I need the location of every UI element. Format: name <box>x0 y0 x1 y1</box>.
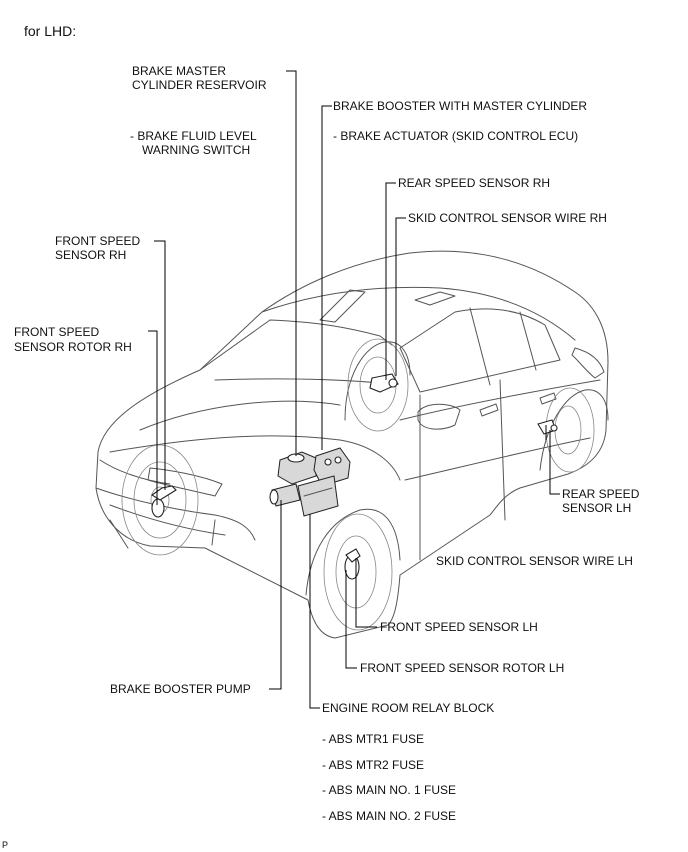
label-brake-booster: BRAKE BOOSTER WITH MASTER CYLINDER <box>333 99 588 113</box>
label-front-speed-sensor-lh: FRONT SPEED SENSOR LH <box>380 620 538 634</box>
car-outline <box>95 250 609 639</box>
label-brake-fluid-switch-line1: - BRAKE FLUID LEVEL <box>130 129 257 143</box>
label-front-rotor-rh-line2: SENSOR ROTOR RH <box>14 340 132 354</box>
rear-speed-sensor-lh-part <box>537 419 558 435</box>
label-skid-wire-lh: SKID CONTROL SENSOR WIRE LH <box>436 554 633 568</box>
label-brake-fluid-switch-line2: WARNING SWITCH <box>142 143 251 157</box>
label-engine-room-relay: ENGINE ROOM RELAY BLOCK <box>322 701 495 715</box>
label-front-rotor-rh-line1: FRONT SPEED <box>14 325 100 339</box>
engine-room-relay-part <box>297 475 339 517</box>
brake-master-reservoir-part <box>277 451 317 485</box>
label-fuse-abs-mtr2: - ABS MTR2 FUSE <box>322 758 425 772</box>
leader-lines <box>148 70 560 709</box>
rear-speed-sensor-rh-part <box>369 373 399 393</box>
brake-booster-pump-part <box>269 483 301 507</box>
label-brake-actuator: - BRAKE ACTUATOR (SKID CONTROL ECU) <box>333 129 579 143</box>
label-skid-wire-rh: SKID CONTROL SENSOR WIRE RH <box>408 211 607 225</box>
footnote-code: P <box>2 840 9 850</box>
label-front-speed-sensor-rh-line2: SENSOR RH <box>55 248 127 262</box>
label-brake-master-reservoir-line1: BRAKE MASTER <box>132 64 227 78</box>
label-rear-speed-sensor-lh-line1: REAR SPEED <box>562 487 640 501</box>
label-fuse-abs-mtr1: - ABS MTR1 FUSE <box>322 732 425 746</box>
brake-actuator-part <box>313 447 351 487</box>
label-rear-speed-sensor-lh-line2: SENSOR LH <box>562 501 632 515</box>
label-front-rotor-lh: FRONT SPEED SENSOR ROTOR LH <box>360 661 565 675</box>
front-speed-sensor-rh-part <box>151 485 177 518</box>
label-brake-booster-pump: BRAKE BOOSTER PUMP <box>110 682 251 696</box>
diagram-header: for LHD: <box>24 23 77 39</box>
label-fuse-abs-main-2: - ABS MAIN NO. 2 FUSE <box>322 809 457 823</box>
label-front-speed-sensor-rh-line1: FRONT SPEED <box>55 234 141 248</box>
front-speed-sensor-lh-part <box>344 548 361 580</box>
label-brake-master-reservoir-line2: CYLINDER RESERVOIR <box>132 78 267 92</box>
label-rear-speed-sensor-rh: REAR SPEED SENSOR RH <box>398 176 551 190</box>
label-fuse-abs-main-1: - ABS MAIN NO. 1 FUSE <box>322 783 457 797</box>
